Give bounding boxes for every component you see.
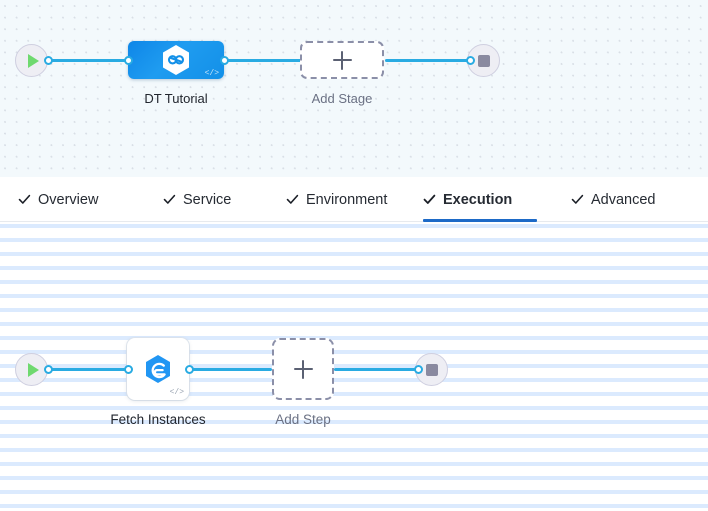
port-step-in[interactable] [124, 365, 133, 374]
add-stage-button[interactable] [300, 41, 384, 79]
play-icon [27, 53, 39, 68]
code-badge-icon: </> [169, 388, 184, 397]
stage-node-dt-tutorial[interactable]: </> [128, 41, 224, 79]
stage-label-dt-tutorial: DT Tutorial [144, 91, 208, 106]
tab-label-execution: Execution [443, 191, 513, 208]
port-start-out[interactable] [44, 56, 53, 65]
stop-icon [477, 54, 490, 67]
check-icon [163, 193, 176, 206]
code-badge-icon: </> [204, 69, 219, 78]
tab-label-overview: Overview [38, 191, 99, 208]
step-label-fetch-instances: Fetch Instances [110, 412, 206, 427]
check-icon [571, 193, 584, 206]
check-icon [423, 193, 436, 206]
tab-overview[interactable]: Overview [18, 177, 98, 222]
connector-start-to-step [47, 368, 130, 371]
tab-environment[interactable]: Environment [286, 177, 387, 222]
port-step-out[interactable] [185, 365, 194, 374]
pipeline-start-node[interactable] [15, 44, 48, 77]
port-exec-start-out[interactable] [44, 365, 53, 374]
connector-add-to-end [334, 368, 418, 371]
connector-stage-to-add [223, 59, 304, 62]
tab-service[interactable]: Service [163, 177, 231, 222]
pipeline-stages-canvas[interactable]: </> DT Tutorial Add Stage [0, 0, 708, 177]
plus-icon [332, 50, 352, 70]
step-node-fetch-instances[interactable]: </> [127, 338, 189, 400]
stop-icon [425, 363, 438, 376]
execution-steps-canvas[interactable]: </> Fetch Instances Add Step [0, 222, 708, 511]
port-stage-in[interactable] [124, 56, 133, 65]
dynatrace-e-icon [146, 355, 170, 383]
tab-advanced[interactable]: Advanced [571, 177, 656, 222]
execution-start-node[interactable] [15, 353, 48, 386]
dynatrace-hexagon-icon [163, 45, 189, 75]
plus-icon [293, 359, 313, 379]
port-stage-out[interactable] [220, 56, 229, 65]
connector-start-to-stage [47, 59, 131, 62]
connector-step-to-add [188, 368, 272, 371]
add-step-button[interactable] [272, 338, 334, 400]
tab-execution[interactable]: Execution [423, 177, 537, 222]
check-icon [286, 193, 299, 206]
tab-label-advanced: Advanced [591, 191, 656, 208]
check-icon [18, 193, 31, 206]
tab-label-environment: Environment [306, 191, 388, 208]
stage-config-tabs[interactable]: Overview Service Environment Execution [0, 177, 708, 222]
add-step-label: Add Step [275, 412, 331, 427]
tab-label-service: Service [183, 191, 232, 208]
connector-add-to-end [385, 59, 470, 62]
tab-active-underline [423, 219, 537, 222]
play-icon [27, 362, 39, 377]
add-stage-label: Add Stage [311, 91, 373, 106]
port-end-in[interactable] [466, 56, 475, 65]
port-exec-end-in[interactable] [414, 365, 423, 374]
